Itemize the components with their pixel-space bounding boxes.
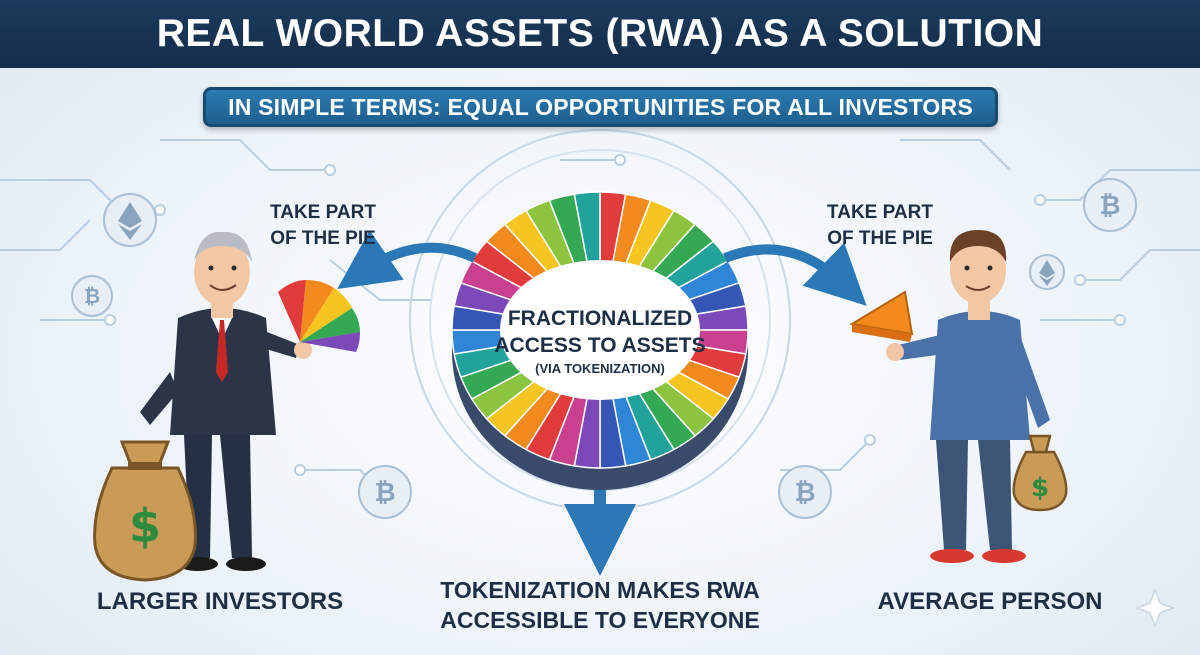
take-part-line1: TAKE PART — [270, 202, 376, 223]
svg-text:$: $ — [129, 499, 161, 553]
caption-line2: ACCESSIBLE TO EVERYONE — [440, 607, 760, 633]
svg-text:₿: ₿ — [1099, 191, 1120, 221]
svg-text:$: $ — [1031, 473, 1049, 503]
bitcoin-icon: ₿ — [1083, 178, 1137, 232]
pie-label-line1: FRACTIONALIZED — [507, 307, 693, 330]
pie-center-label: FRACTIONALIZED ACCESS TO ASSETS (VIA TOK… — [470, 305, 730, 379]
circuit-nodes — [104, 154, 1126, 476]
pie-label-line3: (VIA TOKENIZATION) — [535, 361, 665, 376]
bitcoin-icon: ₿ — [778, 465, 832, 519]
pie-fan-slices — [278, 280, 360, 352]
subtitle-text: IN SIMPLE TERMS: EQUAL OPPORTUNITIES FOR… — [228, 93, 973, 120]
svg-text:₿: ₿ — [84, 284, 100, 308]
average-person-label: AVERAGE PERSON — [877, 588, 1103, 615]
bitcoin-icon: ₿ — [71, 275, 113, 317]
bitcoin-icon: ₿ — [358, 465, 412, 519]
svg-text:₿: ₿ — [794, 478, 815, 508]
arrow-left — [337, 230, 478, 290]
take-part-label-left: TAKE PART OF THE PIE — [258, 200, 388, 252]
take-part-label-right: TAKE PART OF THE PIE — [815, 200, 945, 252]
arrow-right — [723, 242, 867, 306]
svg-text:₿: ₿ — [374, 478, 395, 508]
header-bar: REAL WORLD ASSETS (RWA) AS A SOLUTION — [0, 0, 1200, 68]
take-part-line2: OF THE PIE — [827, 228, 933, 249]
sparkle-icon — [1134, 587, 1176, 629]
pie-center — [500, 260, 700, 400]
money-bag-icon: $ — [93, 440, 197, 582]
larger-investors-label: LARGER INVESTORS — [96, 588, 344, 615]
ethereum-icon — [103, 193, 157, 247]
take-part-line2: OF THE PIE — [270, 228, 376, 249]
take-part-line1: TAKE PART — [827, 202, 933, 223]
pie-label-line2: ACCESS TO ASSETS — [494, 334, 706, 357]
page-title: REAL WORLD ASSETS (RWA) AS A SOLUTION — [156, 12, 1044, 55]
tokenization-caption: TOKENIZATION MAKES RWA ACCESSIBLE TO EVE… — [380, 575, 820, 635]
pie-slice-piece — [849, 290, 914, 342]
average-person-figure — [886, 230, 1050, 563]
ethereum-icon — [1029, 254, 1065, 290]
money-bag-icon: $ — [1012, 434, 1068, 512]
subtitle-banner: IN SIMPLE TERMS: EQUAL OPPORTUNITIES FOR… — [203, 87, 998, 127]
caption-line1: TOKENIZATION MAKES RWA — [440, 577, 760, 603]
